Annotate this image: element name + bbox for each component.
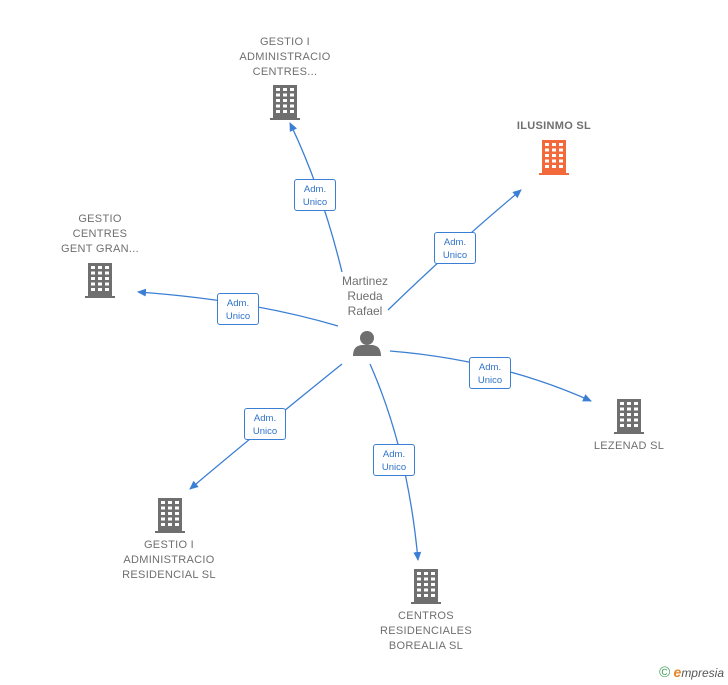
building-icon[interactable] <box>85 263 115 298</box>
role-badge-gestio-admin-residencial[interactable]: Adm. Unico <box>244 408 286 440</box>
company-label-gestio-admin-residencial[interactable]: GESTIO I ADMINISTRACIO RESIDENCIAL SL <box>122 539 216 581</box>
role-badge-gestio-centres-gent[interactable]: Adm. Unico <box>217 293 259 325</box>
copyright-symbol: © <box>659 664 671 681</box>
company-label-centros-residenciales[interactable]: CENTROS RESIDENCIALES BOREALIA SL <box>380 610 472 652</box>
building-icon[interactable] <box>539 140 569 175</box>
role-badge-lezenad[interactable]: Adm. Unico <box>469 357 511 389</box>
building-icon[interactable] <box>270 85 300 120</box>
building-icon[interactable] <box>411 569 441 604</box>
role-badge-ilusinmo[interactable]: Adm. Unico <box>434 232 476 264</box>
building-icon[interactable] <box>155 498 185 533</box>
person-icon[interactable] <box>353 331 381 356</box>
role-badge-gestio-admin-centres[interactable]: Adm. Unico <box>294 179 336 211</box>
company-label-gestio-admin-centres[interactable]: GESTIO I ADMINISTRACIO CENTRES... <box>239 36 331 78</box>
role-badge-centros-residenciales[interactable]: Adm. Unico <box>373 444 415 476</box>
company-label-gestio-centres-gent[interactable]: GESTIO CENTRES GENT GRAN... <box>61 213 139 255</box>
person-name[interactable]: Martinez Rueda Rafael <box>341 274 388 318</box>
brand-logo-e: e <box>673 664 682 680</box>
building-icon[interactable] <box>614 399 644 434</box>
brand-footer: © empresia <box>659 664 724 681</box>
company-label-ilusinmo[interactable]: ILUSINMO SL <box>516 120 592 132</box>
brand-logo-text: mpresia <box>681 666 724 680</box>
company-label-lezenad[interactable]: LEZENAD SL <box>593 440 665 452</box>
